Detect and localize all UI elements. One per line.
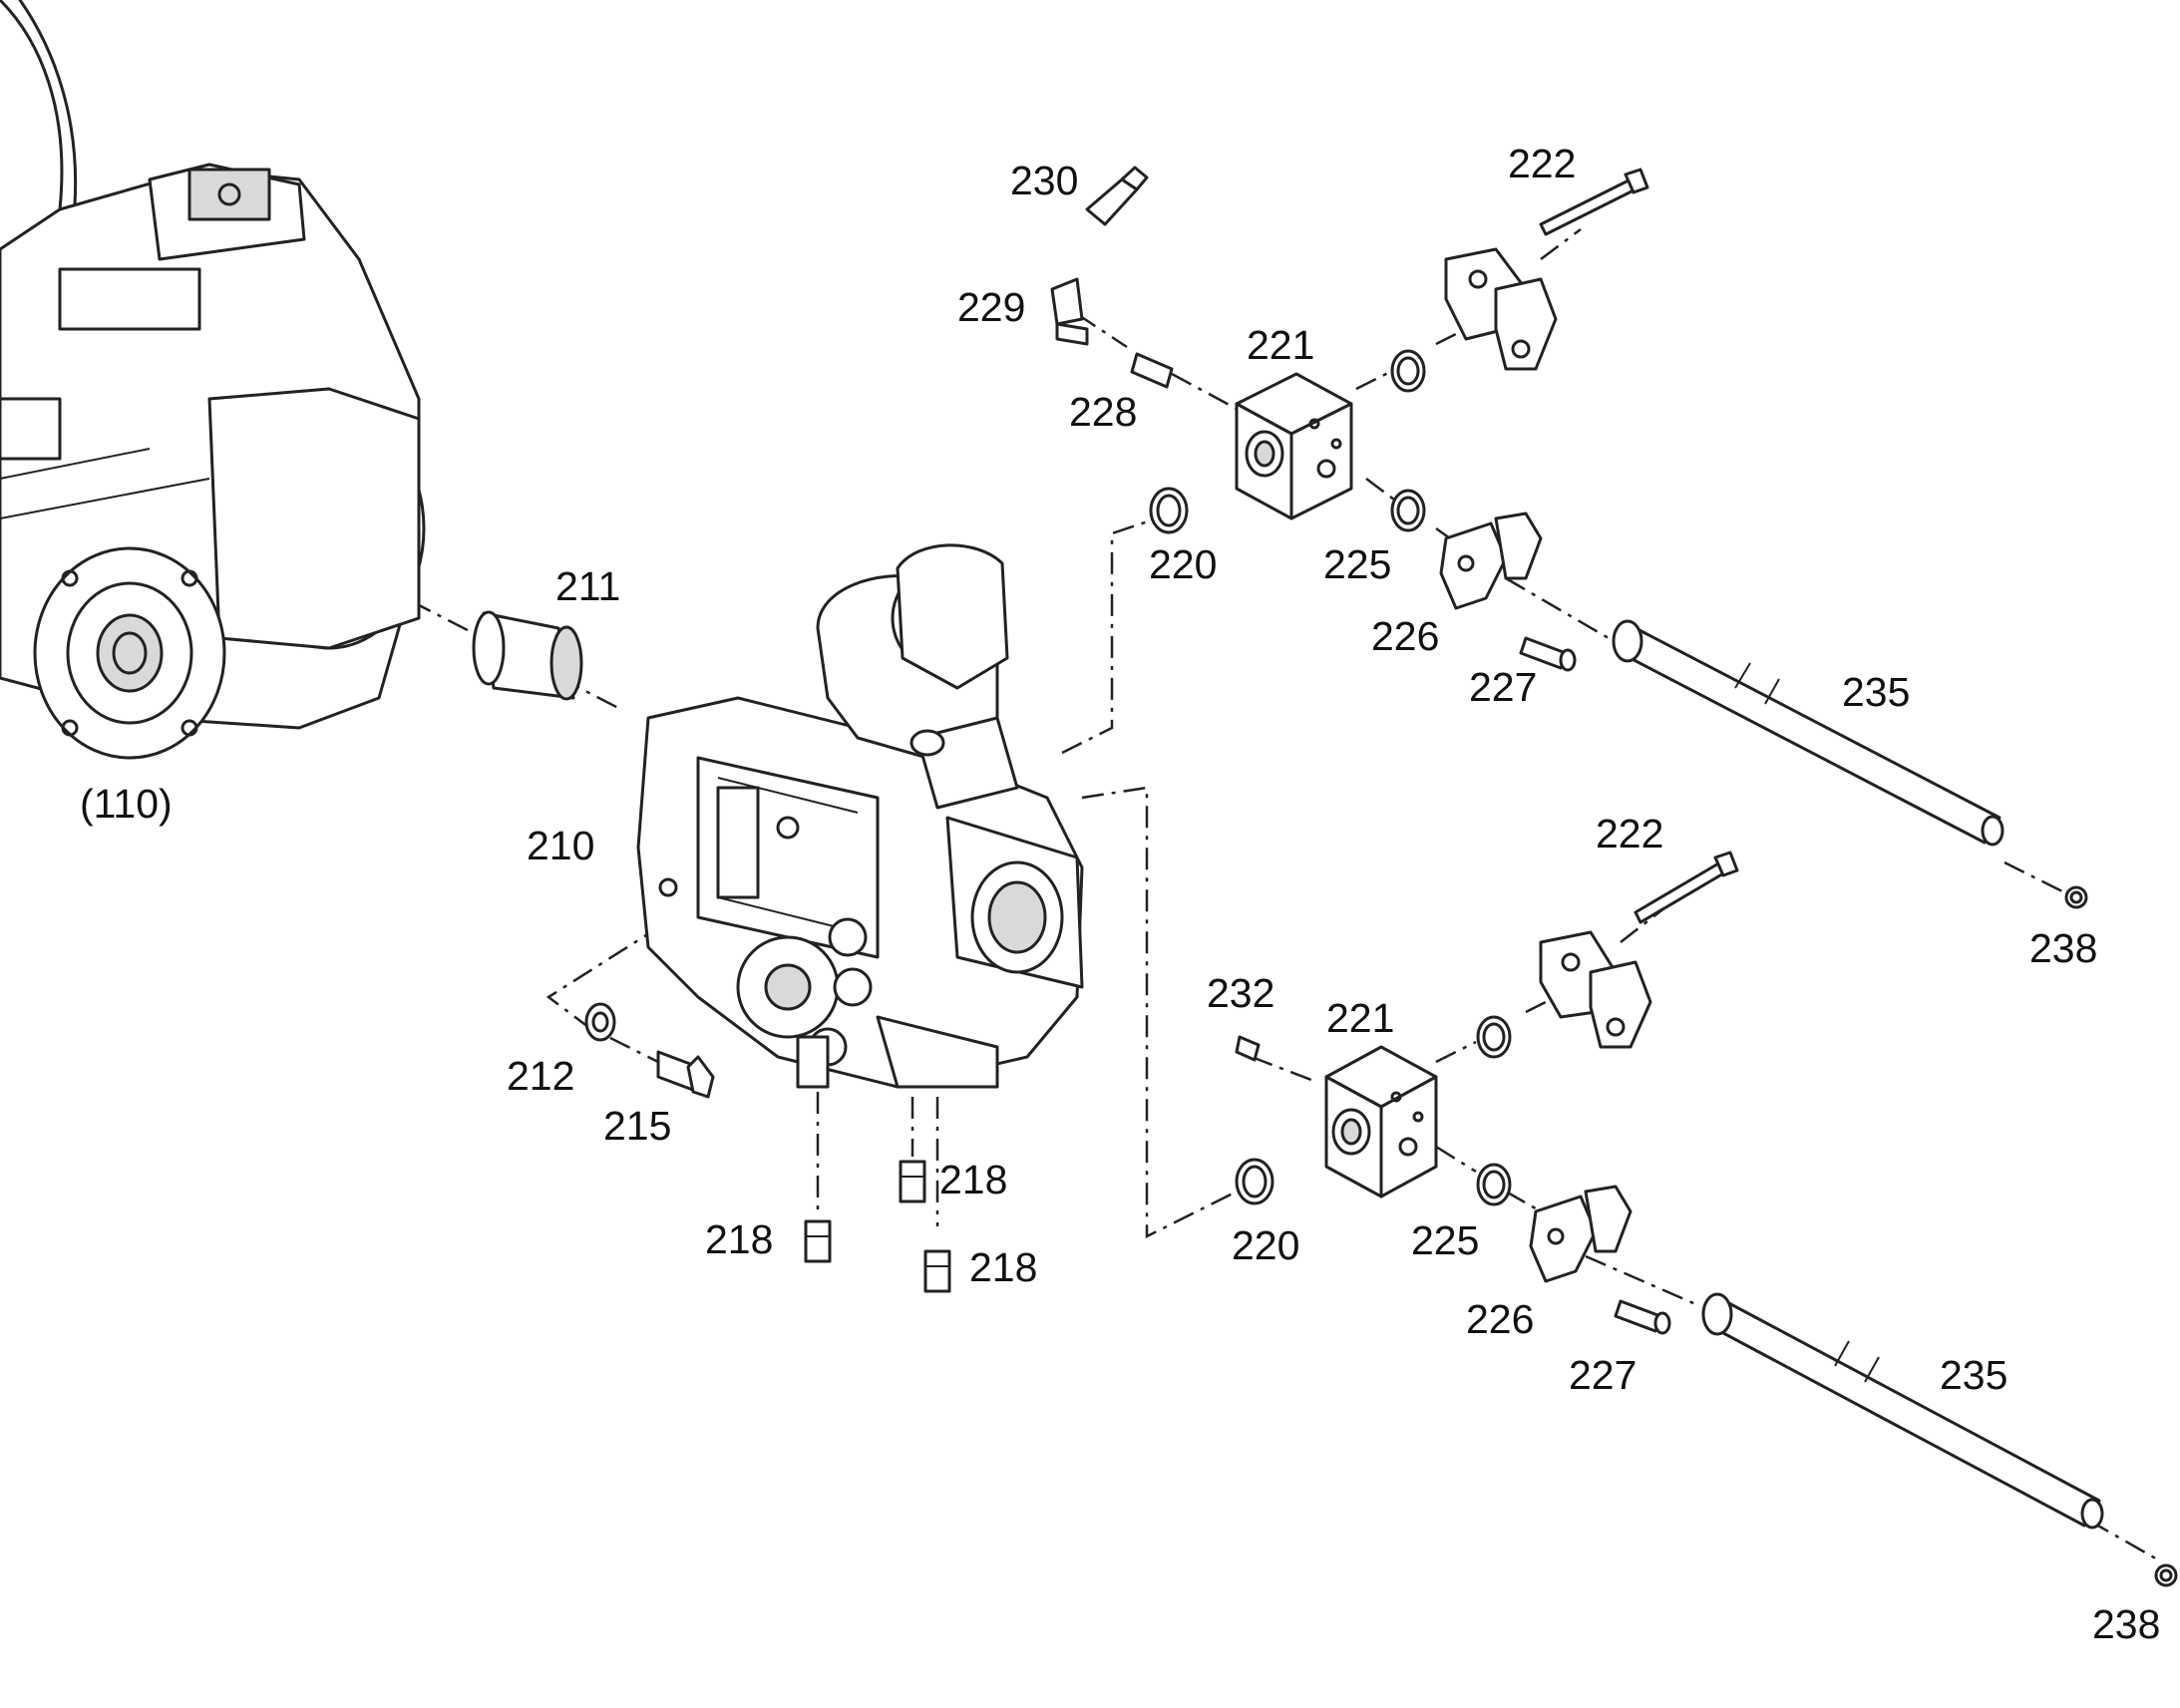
sensor-230 [1085, 166, 1149, 226]
label-218-a: 218 [705, 1216, 773, 1262]
tube-235-lower [1701, 1292, 2104, 1530]
part-labels: (110) 210 211 212 215 218 218 218 220 22… [80, 141, 2160, 1647]
label-218-c: 218 [969, 1244, 1037, 1290]
flange-block-221-lower [1324, 1045, 1438, 1198]
flange-half-226-lower-top [1539, 930, 1652, 1049]
label-211: 211 [555, 563, 620, 609]
label-226-lower: 226 [1466, 1296, 1534, 1342]
o-ring-220-lower [1235, 1158, 1274, 1205]
label-210: 210 [527, 823, 594, 868]
o-ring-lower-right [1476, 1015, 1512, 1059]
nut-238-upper [2064, 885, 2088, 909]
plug-232 [1235, 1035, 1261, 1062]
label-227-lower: 227 [1569, 1352, 1636, 1398]
o-ring-225-upper [1390, 489, 1426, 532]
label-238-lower: 238 [2092, 1601, 2160, 1647]
housing-110-part [0, 0, 426, 760]
screw-227-upper [1519, 636, 1577, 672]
screw-222-lower [1634, 851, 1739, 924]
adapter-228 [1130, 352, 1174, 389]
nut-238-lower [2154, 1563, 2178, 1587]
label-222-lower: 222 [1596, 811, 1663, 856]
label-229: 229 [957, 284, 1025, 330]
o-ring-upper-right [1390, 349, 1426, 393]
tube-235-upper [1612, 619, 2004, 847]
label-222-upper: 222 [1508, 141, 1576, 186]
o-ring-220-upper [1149, 487, 1189, 534]
flange-half-226-lower [1529, 1185, 1633, 1283]
flange-block-221-upper [1235, 372, 1353, 520]
label-221-lower: 221 [1326, 995, 1394, 1041]
label-221-upper: 221 [1247, 322, 1314, 368]
screw-227-lower [1614, 1299, 1671, 1335]
o-ring-225-lower [1476, 1163, 1512, 1206]
label-226-upper: 226 [1371, 613, 1439, 659]
flange-half-226-upper-top [1444, 247, 1558, 371]
label-232: 232 [1207, 970, 1274, 1016]
washer-212 [584, 1002, 616, 1042]
fitting-218-a [804, 1219, 832, 1263]
flange-half-226-upper [1439, 512, 1543, 610]
label-235-lower: 235 [1940, 1352, 2007, 1398]
label-212: 212 [507, 1053, 574, 1099]
label-220-upper: 220 [1149, 541, 1217, 587]
fitting-218-c [923, 1249, 951, 1293]
label-225-upper: 225 [1323, 541, 1391, 587]
screw-222-upper [1539, 168, 1649, 236]
label-220-lower: 220 [1232, 1222, 1299, 1268]
plug-215 [656, 1050, 715, 1099]
label-225-lower: 225 [1411, 1217, 1479, 1263]
label-215: 215 [603, 1103, 671, 1149]
assembly-lines [298, 228, 2160, 1562]
label-228: 228 [1069, 389, 1137, 435]
label-235-upper: 235 [1842, 669, 1910, 715]
elbow-fitting-229 [1050, 277, 1089, 346]
hydraulic-pump-210 [636, 543, 1084, 1089]
label-110: (110) [80, 781, 173, 827]
fitting-218-b [899, 1160, 926, 1203]
label-238-upper: 238 [2029, 925, 2097, 971]
coupling-sleeve-211 [472, 610, 583, 701]
label-227-upper: 227 [1469, 664, 1537, 710]
label-218-b: 218 [939, 1157, 1007, 1202]
label-230: 230 [1010, 158, 1078, 203]
